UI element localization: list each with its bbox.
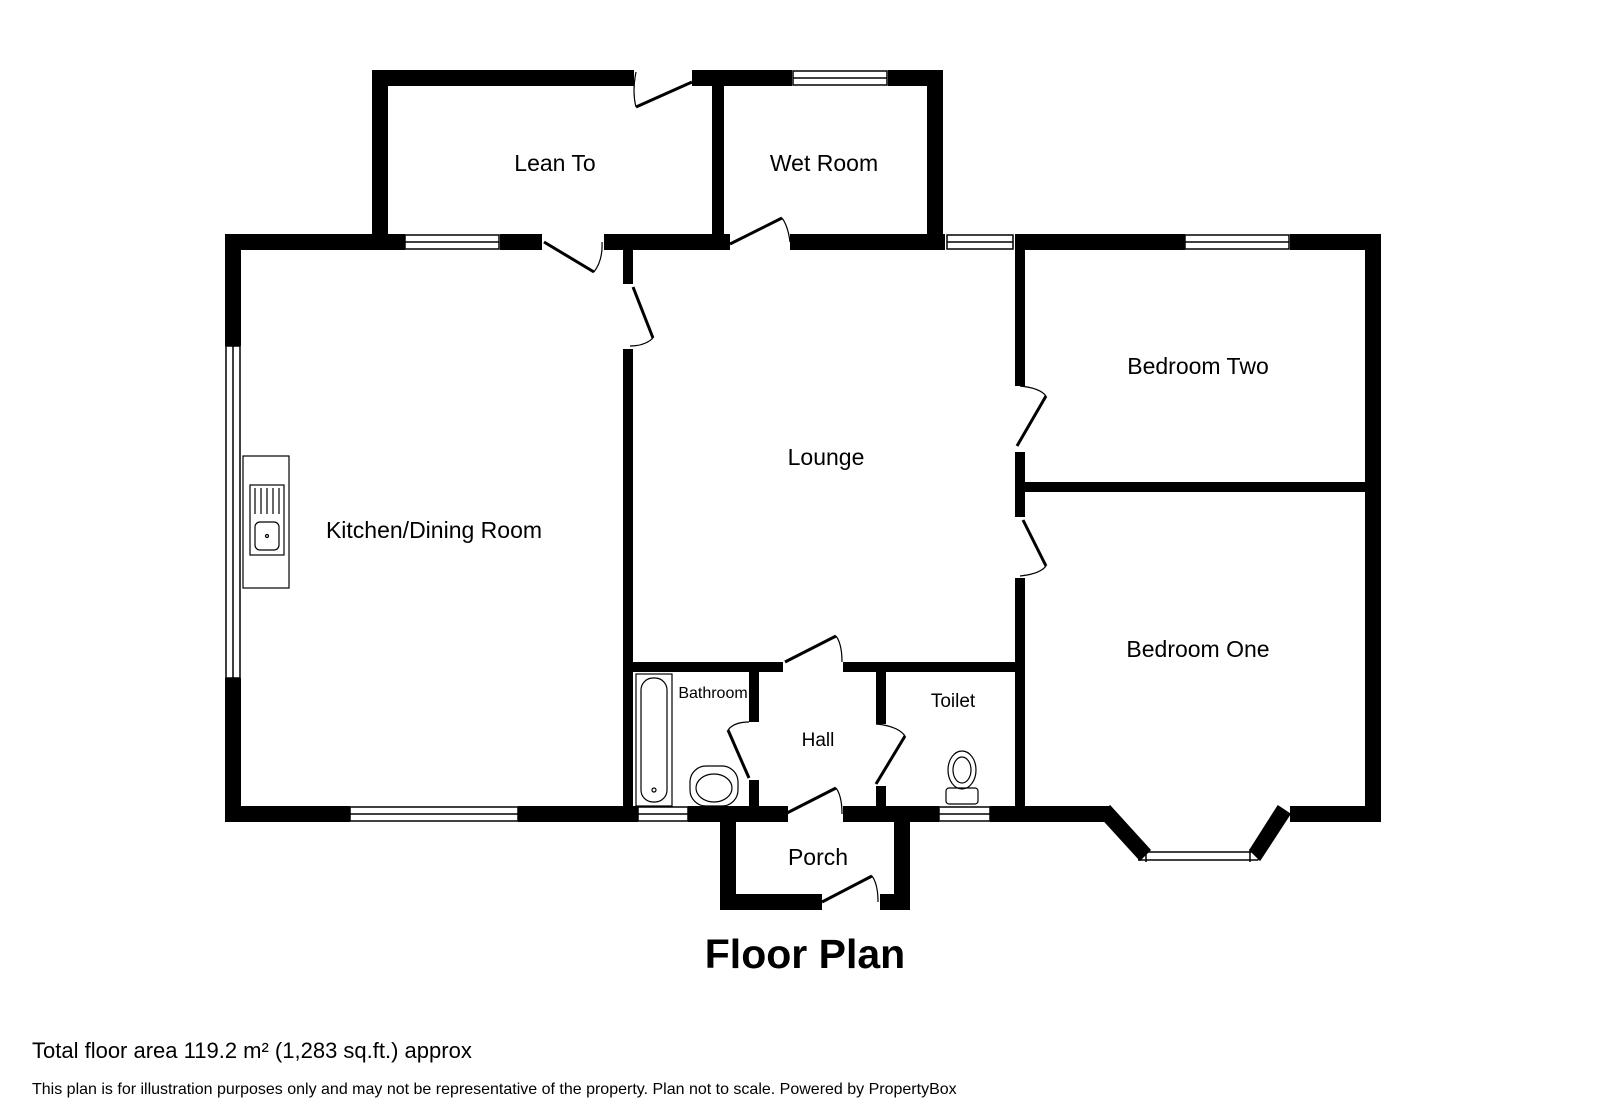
window-bathroom-bottom	[637, 806, 689, 822]
wall-lean-to-top	[372, 70, 634, 86]
wall-lounge-top-a	[710, 234, 730, 250]
plan-title: Floor Plan	[705, 931, 905, 977]
wall-kitchen-top-mid	[500, 234, 542, 250]
room-label-bedroom-two: Bedroom Two	[1127, 353, 1268, 379]
wall-lounge-bottom-left	[633, 662, 783, 672]
window-toilet-bottom	[938, 806, 991, 822]
wall-toilet-bottom	[990, 806, 1110, 822]
wall-lounge-bottom-right	[843, 662, 1023, 672]
room-label-lounge: Lounge	[788, 444, 865, 470]
room-label-bathroom: Bathroom	[678, 685, 747, 702]
wall-lounge-top-b	[790, 234, 945, 250]
disclaimer-text: This plan is for illustration purposes o…	[32, 1081, 957, 1098]
wall-bedroom-one-bottom-right	[1290, 806, 1381, 822]
wall-kitchen-top-right	[604, 234, 710, 250]
wall-lounge-bedroom-two-b	[1015, 452, 1025, 517]
bathtub-icon	[635, 673, 673, 807]
wall-hall-toilet-top	[876, 672, 886, 724]
door-wet-room	[729, 216, 791, 246]
wall-bedroom-two-top	[1290, 234, 1381, 250]
door-kitchen-lean-to	[543, 240, 603, 274]
door-lounge-hall	[784, 634, 843, 664]
door-toilet	[874, 723, 907, 785]
wall-bathroom-hall-top	[749, 672, 759, 722]
window-kitchen-top	[404, 234, 500, 250]
room-label-bedroom-one: Bedroom One	[1126, 636, 1269, 662]
wall-kitchen-top-left	[225, 234, 405, 250]
doors	[543, 71, 1048, 904]
wall-bathroom-bottom	[688, 806, 788, 822]
windows	[225, 70, 1290, 822]
door-kitchen-lounge	[629, 286, 655, 347]
wall-lounge-bedroom-two-a	[1015, 234, 1025, 386]
door-bathroom	[726, 721, 751, 779]
door-bedroom-two	[1015, 385, 1048, 447]
wall-lounge-bedroom-one	[1015, 578, 1025, 822]
wall-hall-toilet-bottom	[876, 786, 886, 814]
wall-kitchen-lounge-top	[623, 234, 633, 284]
bay-window	[1096, 804, 1292, 862]
wall-porch-left	[720, 814, 736, 910]
toilet-icon	[945, 750, 979, 805]
wall-bedrooms-right	[1365, 234, 1381, 822]
room-label-kitchen-dining: Kitchen/Dining Room	[326, 517, 542, 543]
wall-lean-to-left	[372, 70, 388, 242]
room-label-toilet: Toilet	[931, 691, 976, 712]
wall-kitchen-bottom-left	[225, 806, 350, 822]
room-label-porch: Porch	[788, 844, 848, 870]
sink-icon	[242, 455, 290, 589]
wall-porch-bottom-right	[880, 894, 910, 910]
wall-kitchen-lounge-bottom	[623, 349, 633, 814]
wall-hall-bottom	[843, 806, 939, 822]
window-kitchen-bottom	[349, 806, 519, 822]
wall-lean-to-top-right	[692, 70, 792, 86]
window-lounge-top	[946, 234, 1014, 250]
door-hall-porch	[784, 786, 843, 816]
wall-wet-room-right	[927, 70, 943, 242]
walls	[225, 70, 1381, 910]
wall-kitchen-left-bottom	[225, 678, 241, 822]
wall-porch-right	[894, 814, 910, 910]
washbasin-icon	[689, 765, 739, 807]
wall-kitchen-left-top	[225, 234, 241, 346]
wall-bathroom-hall-bottom	[749, 780, 759, 814]
room-label-wet-room: Wet Room	[770, 150, 878, 176]
wall-lean-to-wet-room-divider	[712, 70, 724, 242]
window-kitchen-left	[225, 345, 241, 679]
window-wet-room-top	[792, 70, 888, 86]
door-porch-external	[821, 874, 879, 904]
door-lean-to-external	[633, 71, 693, 109]
wall-kitchen-bottom-right	[518, 806, 638, 822]
wall-bedroom-two-one-divider	[1025, 482, 1365, 492]
wall-porch-bottom-left	[720, 894, 822, 910]
wall-lounge-top-c	[1015, 234, 1185, 250]
door-bedroom-one	[1019, 519, 1048, 577]
total-floor-area: Total floor area 119.2 m² (1,283 sq.ft.)…	[32, 1038, 472, 1063]
room-label-lean-to: Lean To	[514, 150, 595, 176]
window-bedroom-two-top	[1184, 234, 1290, 250]
room-label-hall: Hall	[802, 730, 835, 751]
